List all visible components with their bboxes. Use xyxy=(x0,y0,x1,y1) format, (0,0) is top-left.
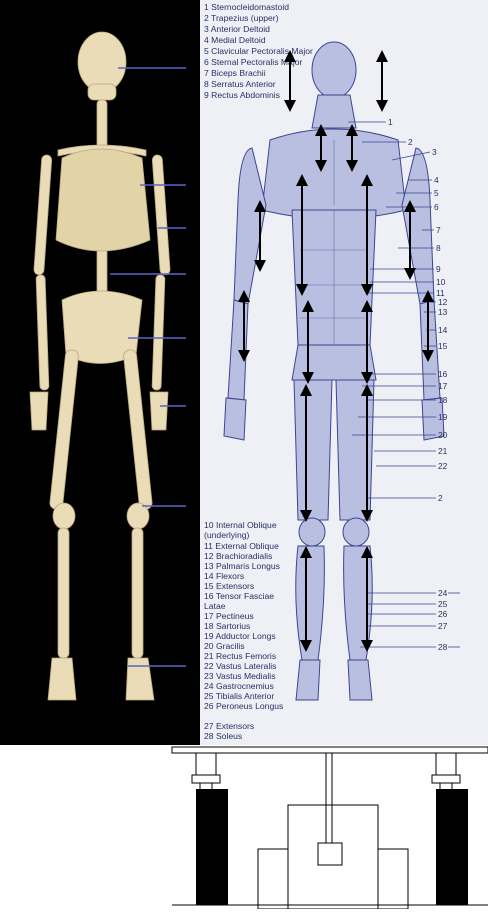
callout-number: 9 xyxy=(436,264,441,274)
top-bar xyxy=(172,747,488,753)
callout-number: 13 xyxy=(438,307,448,317)
legend-item: 2 Trapezius (upper) xyxy=(204,13,279,23)
callout-number: 19 xyxy=(438,412,448,422)
callout-number: 2 xyxy=(438,493,443,503)
legend-item: 28 Soleus xyxy=(204,731,242,741)
callout-number: 24 xyxy=(438,588,448,598)
legend-item: 12 Brachioradialis xyxy=(204,551,272,561)
legend-item: 25 Tibialis Anterior xyxy=(204,691,274,701)
legend-item: 26 Peroneus Longus xyxy=(204,701,283,711)
legend-item: 22 Vastus Lateralis xyxy=(204,661,276,671)
right-arm xyxy=(402,148,434,304)
left-weight xyxy=(196,789,228,905)
callout-number: 4 xyxy=(434,175,439,185)
legend-item: 3 Anterior Deltoid xyxy=(204,24,270,34)
right-thigh xyxy=(336,380,374,520)
callout-number: 16 xyxy=(438,369,448,379)
right-weight xyxy=(436,789,468,905)
head xyxy=(312,42,356,98)
callout-number: 10 xyxy=(436,277,446,287)
callout-number: 3 xyxy=(432,147,437,157)
callout-number: 8 xyxy=(436,243,441,253)
callout-number: 15 xyxy=(438,341,448,351)
callout-number: 5 xyxy=(434,188,439,198)
callout-number: 28 xyxy=(438,642,448,652)
muscle-chart-panel: 1 Sternocleidomastoid 2 Trapezius (upper… xyxy=(200,0,488,745)
left-calf xyxy=(296,546,325,660)
center-block xyxy=(288,805,378,909)
callout-number: 1 xyxy=(388,117,393,127)
legend-top: 1 Sternocleidomastoid 2 Trapezius (upper… xyxy=(204,2,313,100)
legend-item: 6 Sternal Pectoralis Major xyxy=(204,57,303,67)
legend-item: 11 External Oblique xyxy=(204,541,279,551)
legend-item: 24 Gastrocnemius xyxy=(204,681,274,691)
legend-item: 9 Rectus Abdominis xyxy=(204,90,280,100)
skeleton-panel xyxy=(0,0,200,745)
callout-number: 18 xyxy=(438,395,448,405)
callout-number: 25 xyxy=(438,599,448,609)
legend-item: 21 Rectus Femoris xyxy=(204,651,276,661)
legend-item: (underlying) xyxy=(204,530,250,540)
legend-item: 15 Extensors xyxy=(204,581,254,591)
legend-bottom: 10 Internal Oblique (underlying) 11 Exte… xyxy=(204,520,283,741)
legend-item: 5 Clavicular Pectoralis Major xyxy=(204,46,313,56)
legend-item: 16 Tensor Fasciae xyxy=(204,591,274,601)
legend-item: 20 Gracilis xyxy=(204,641,245,651)
legend-item: 1 Sternocleidomastoid xyxy=(204,2,289,12)
callout-number: 26 xyxy=(438,609,448,619)
callout-number: 2 xyxy=(408,137,413,147)
callout-number: 12 xyxy=(438,297,448,307)
muscle-chart: 1 Sternocleidomastoid 2 Trapezius (upper… xyxy=(200,0,488,745)
callout-number: 22 xyxy=(438,461,448,471)
callout-number: 14 xyxy=(438,325,448,335)
legend-item: 19 Adductor Longs xyxy=(204,631,276,641)
left-thigh xyxy=(294,380,332,520)
callout-number: 17 xyxy=(438,381,448,391)
legend-item: 23 Vastus Medialis xyxy=(204,671,276,681)
legend-item: 4 Medial Deltoid xyxy=(204,35,266,45)
callout-number: 27 xyxy=(438,621,448,631)
legend-item: 14 Flexors xyxy=(204,571,244,581)
legend-item: 10 Internal Oblique xyxy=(204,520,277,530)
legend-item: Latae xyxy=(204,601,226,611)
legend-item: 7 Biceps Brachii xyxy=(204,68,266,78)
legend-item: 13 Palmaris Longus xyxy=(204,561,280,571)
legend-item: 8 Serratus Anterior xyxy=(204,79,276,89)
legend-item: 18 Sartorius xyxy=(204,621,250,631)
callout-number: 21 xyxy=(438,446,448,456)
callout-number: 6 xyxy=(434,202,439,212)
machine-drawing xyxy=(0,745,488,909)
legend-item: 17 Pectineus xyxy=(204,611,254,621)
ribcage xyxy=(56,149,150,251)
callout-number: 20 xyxy=(438,430,448,440)
legend-item: 27 Extensors xyxy=(204,721,254,731)
skeleton-figure xyxy=(0,0,200,745)
center-slot xyxy=(318,843,342,865)
machine-diagram xyxy=(0,745,488,909)
skull xyxy=(78,32,126,92)
callout-number: 7 xyxy=(436,225,441,235)
left-arm xyxy=(234,148,266,304)
